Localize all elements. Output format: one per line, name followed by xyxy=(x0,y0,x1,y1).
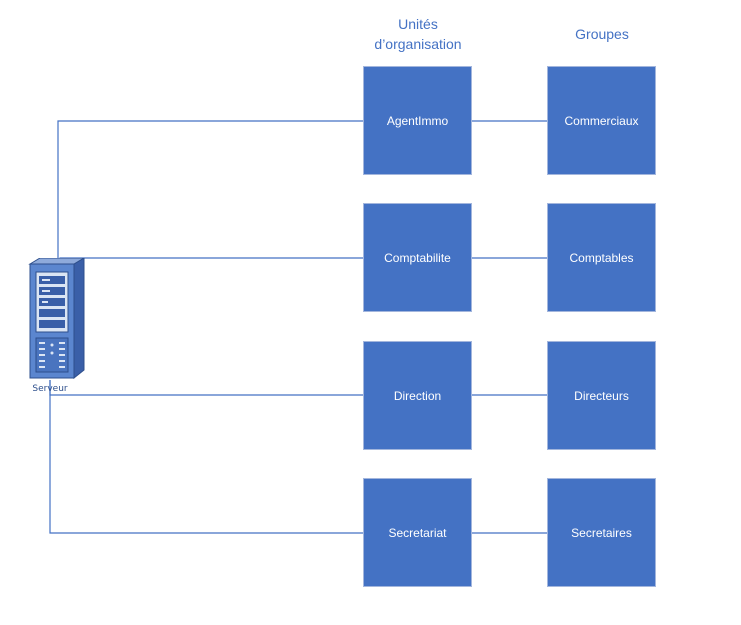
groups-header: Groupes xyxy=(575,26,629,42)
server-rack-icon xyxy=(28,258,85,380)
connector-server-direction xyxy=(49,380,363,396)
ou-box-direction: Direction xyxy=(363,341,472,450)
org-units-header-line2: d’organisation xyxy=(374,36,462,52)
ou-box-secretariat: Secretariat xyxy=(363,478,472,587)
org-units-header: Unités d’organisation xyxy=(343,14,493,54)
ou-box-comptabilite: Comptabilite xyxy=(363,203,472,312)
ou-box-agentimmo: AgentImmo xyxy=(363,66,472,175)
connector-server-secretariat xyxy=(49,380,363,534)
group-box-commerciaux: Commerciaux xyxy=(547,66,656,175)
group-box-directeurs: Directeurs xyxy=(547,341,656,450)
group-box-comptables: Comptables xyxy=(547,203,656,312)
connector-server-agentimmo xyxy=(57,120,363,262)
group-box-secretaires: Secretaires xyxy=(547,478,656,587)
connector-server-comptabilite xyxy=(59,257,363,262)
server-label: Serveur xyxy=(32,384,68,394)
org-units-header-line1: Unités xyxy=(398,16,438,32)
